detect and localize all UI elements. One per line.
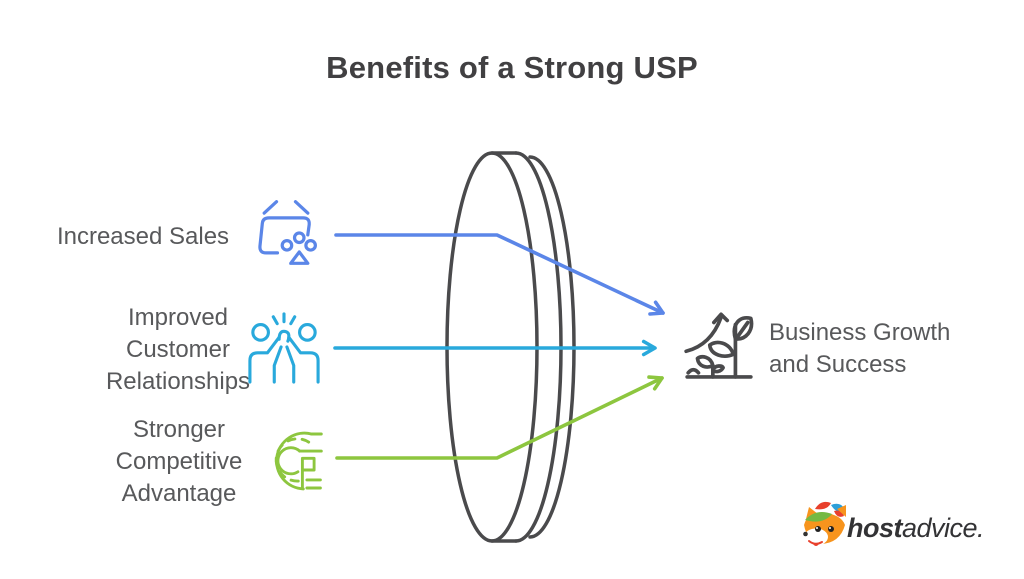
high-five-icon [248, 312, 320, 384]
benefit-label-increased-sales: Increased Sales [56, 223, 230, 250]
plant-growth-icon [684, 312, 754, 379]
hostadvice-logo: hostadvice. [801, 500, 1001, 560]
logo-word-host: host [847, 513, 903, 543]
arrow-customer-relationships [333, 339, 657, 357]
benefit-label-competitive-advantage: Stronger Competitive Advantage [115, 416, 243, 507]
shopping-basket-icon [258, 200, 317, 265]
racetrack-icon [274, 431, 323, 491]
outcome-label: Business Growth and Success [769, 319, 951, 378]
arrow-increased-sales [334, 233, 665, 316]
fox-mascot-icon [803, 501, 846, 546]
logo-wordmark: hostadvice. [847, 513, 985, 544]
logo-word-advice: advice. [902, 513, 985, 543]
benefit-label-customer-relationships: Improved Customer Relationships [105, 304, 251, 395]
arrow-competitive-advantage [335, 375, 664, 460]
page-title: Benefits of a Strong USP [326, 50, 698, 85]
